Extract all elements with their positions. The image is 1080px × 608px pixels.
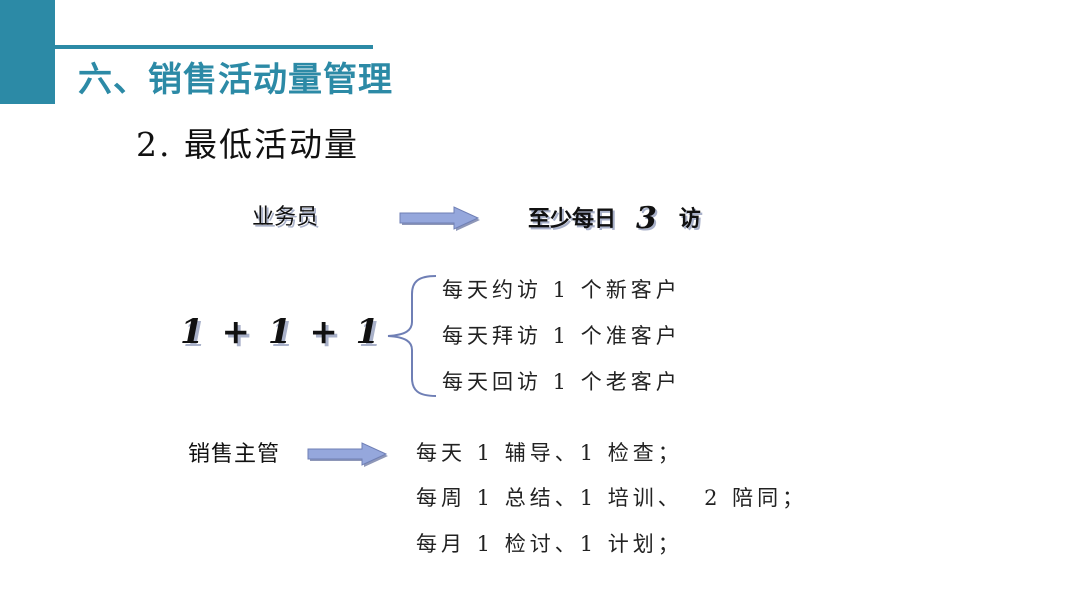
supervisor-role-label: 销售主管 xyxy=(188,442,281,467)
target-suffix: 访 xyxy=(678,207,701,232)
target-prefix: 至少每日 xyxy=(528,207,617,232)
slide-subtitle: 2. 最低活动量 xyxy=(136,125,359,164)
formula-item-prospects: 每天拜访 1 个准客户 xyxy=(442,324,681,348)
supervisor-daily-tasks: 每天 1 辅导、1 检查； xyxy=(416,441,683,465)
supervisor-weekly-tasks: 每周 1 总结、1 培训、 2 陪同； xyxy=(416,486,808,510)
supervisor-arrow-icon xyxy=(307,442,388,467)
formula-item-new-clients: 每天约访 1 个新客户 xyxy=(442,278,681,302)
supervisor-monthly-tasks: 每月 1 检讨、1 计划； xyxy=(416,532,683,556)
salesperson-arrow-icon xyxy=(399,206,480,231)
curly-brace-icon xyxy=(387,275,437,397)
title-underline xyxy=(55,45,373,49)
salesperson-role-label: 业务员 xyxy=(252,205,319,230)
formula-item-existing-clients: 每天回访 1 个老客户 xyxy=(442,370,681,394)
slide-title: 六、销售活动量管理 xyxy=(78,60,393,100)
activity-formula: 1 + 1 + 1 xyxy=(180,312,383,352)
target-number: 3 xyxy=(636,201,657,236)
header-accent-block xyxy=(0,0,55,104)
